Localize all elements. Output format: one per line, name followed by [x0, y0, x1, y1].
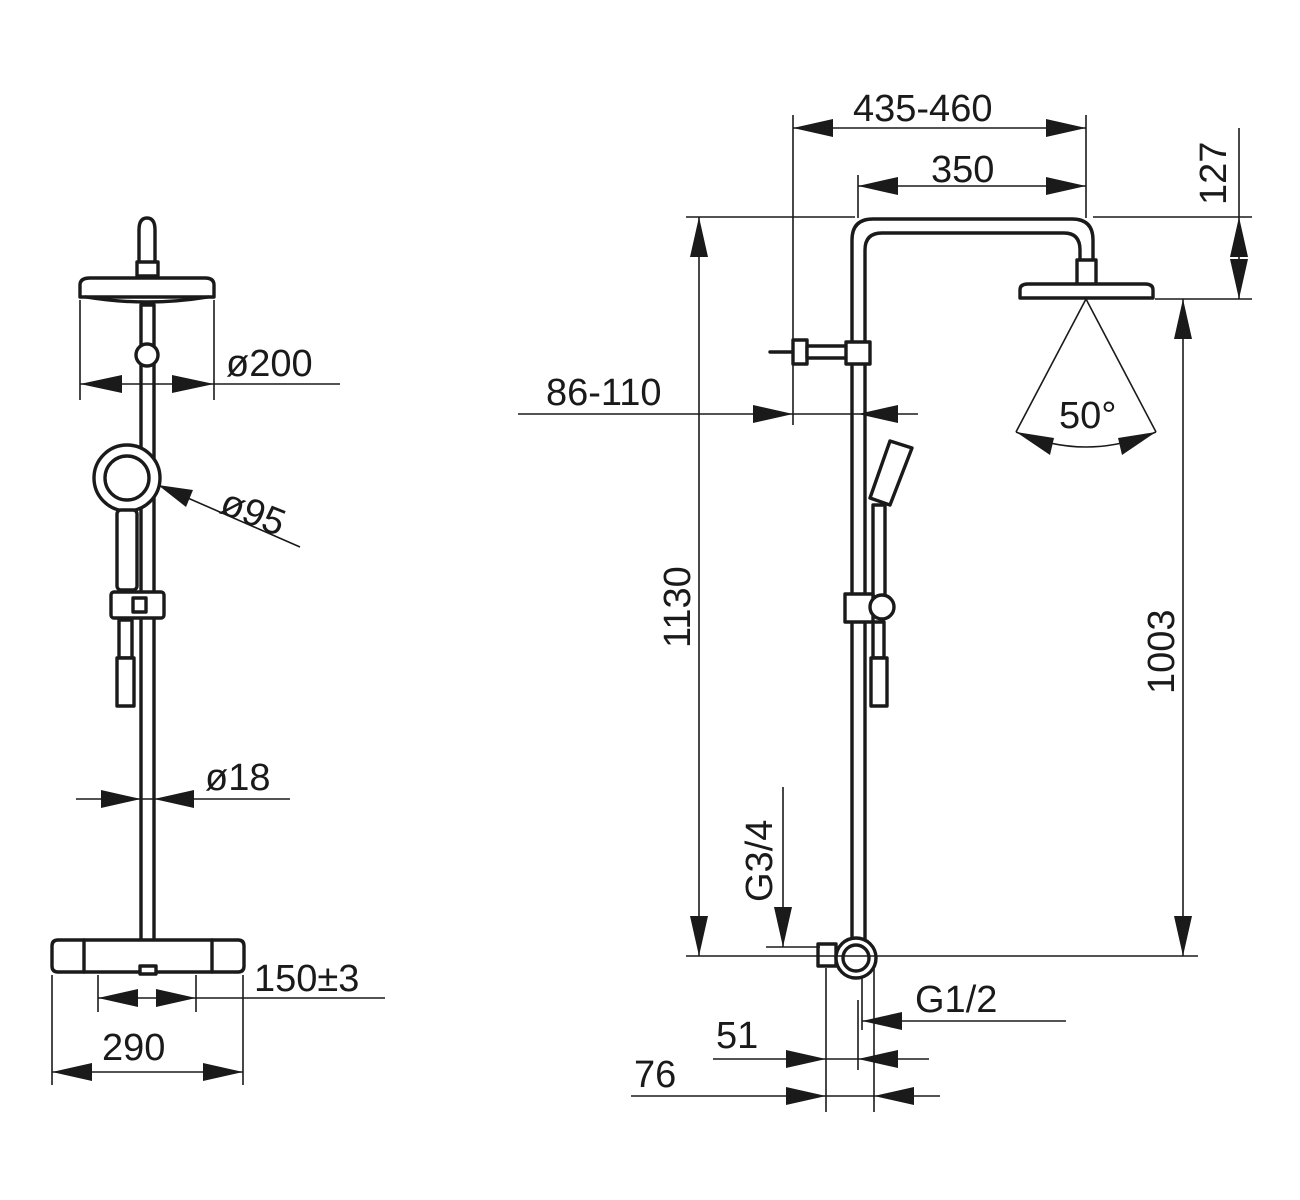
dim-head-diameter: ø200: [79, 300, 340, 400]
front-hand-shower-face: [103, 454, 151, 502]
dim-reach: 435-460: [792, 88, 1087, 425]
label-head-drop: 127: [1193, 142, 1235, 205]
front-slide-knob: [131, 596, 148, 614]
label-pipe-diameter: ø18: [205, 757, 270, 799]
label-hand-diameter: ø95: [215, 481, 291, 544]
front-thermostat-outlet: [138, 964, 158, 976]
label-inlet-g34: G3/4: [739, 820, 781, 902]
side-bracket-clamp: [844, 340, 872, 366]
dim-outlet-g12: G1/2: [861, 978, 1066, 1030]
label-width: 290: [102, 1027, 165, 1069]
label-reach: 435-460: [853, 88, 992, 130]
label-arm: 350: [931, 149, 994, 191]
dim-width: 290: [51, 975, 244, 1085]
label-depth-76: 76: [634, 1054, 676, 1096]
side-slide-knob: [868, 593, 896, 621]
side-hand-shower-handle: [871, 503, 887, 599]
side-wall-plate: [791, 338, 809, 366]
dim-total-height: 1130: [657, 216, 1198, 957]
front-hand-shower-handle: [115, 508, 139, 592]
dim-head-drop: 127: [1093, 128, 1252, 300]
front-head-shower: [78, 276, 216, 299]
dim-pipe-diameter: ø18: [76, 757, 290, 808]
label-centers: 150±3: [254, 958, 359, 1000]
label-head-diameter: ø200: [226, 343, 313, 385]
dim-centers: 150±3: [97, 958, 385, 1012]
label-wall-gap: 86-110: [546, 372, 662, 414]
dim-depth-51: 51: [713, 968, 929, 1112]
side-pipe-inner: [863, 231, 1082, 947]
front-arm-stub: [137, 216, 157, 270]
side-thermostat-knob: [841, 943, 871, 973]
front-hose-end: [115, 656, 136, 708]
front-riser-pipe: [139, 303, 156, 947]
dim-arm: 350: [857, 149, 1086, 218]
label-depth-51: 51: [716, 1015, 758, 1057]
label-outlet-g12: G1/2: [915, 979, 997, 1021]
front-head-connector: [135, 260, 160, 278]
label-spray-angle: 50°: [1059, 395, 1116, 437]
side-slide-holder: [843, 592, 875, 624]
side-pipe-outer: [850, 217, 1095, 947]
side-view: 435-460 350 127 86-110: [518, 88, 1252, 1112]
side-hand-shower-head: [868, 439, 914, 507]
front-hose-upper: [117, 618, 134, 660]
side-head-connector: [1075, 258, 1098, 287]
label-total-height: 1130: [657, 566, 699, 648]
side-inlet-eccentric: [816, 942, 838, 968]
front-view: ø200 ø95 ø18 150±3: [50, 216, 385, 1085]
side-hose-end: [869, 656, 889, 708]
label-head-height: 1003: [1141, 609, 1183, 694]
dim-head-height: 1003: [1141, 299, 1192, 956]
dim-hand-diameter: ø95: [157, 481, 301, 548]
front-diverter-knob: [134, 342, 160, 368]
side-bracket-arm: [805, 344, 849, 360]
front-head-shower-bottom: [84, 295, 210, 304]
dim-inlet-g34: G3/4: [739, 787, 820, 948]
dim-depth-76: 76: [631, 1054, 940, 1105]
side-head-shower: [1018, 282, 1155, 300]
side-hose-upper: [871, 620, 886, 660]
dim-spray-angle: 50°: [1015, 298, 1157, 455]
dim-wall-gap: 86-110: [518, 372, 918, 423]
front-thermostat-body: [50, 938, 246, 974]
